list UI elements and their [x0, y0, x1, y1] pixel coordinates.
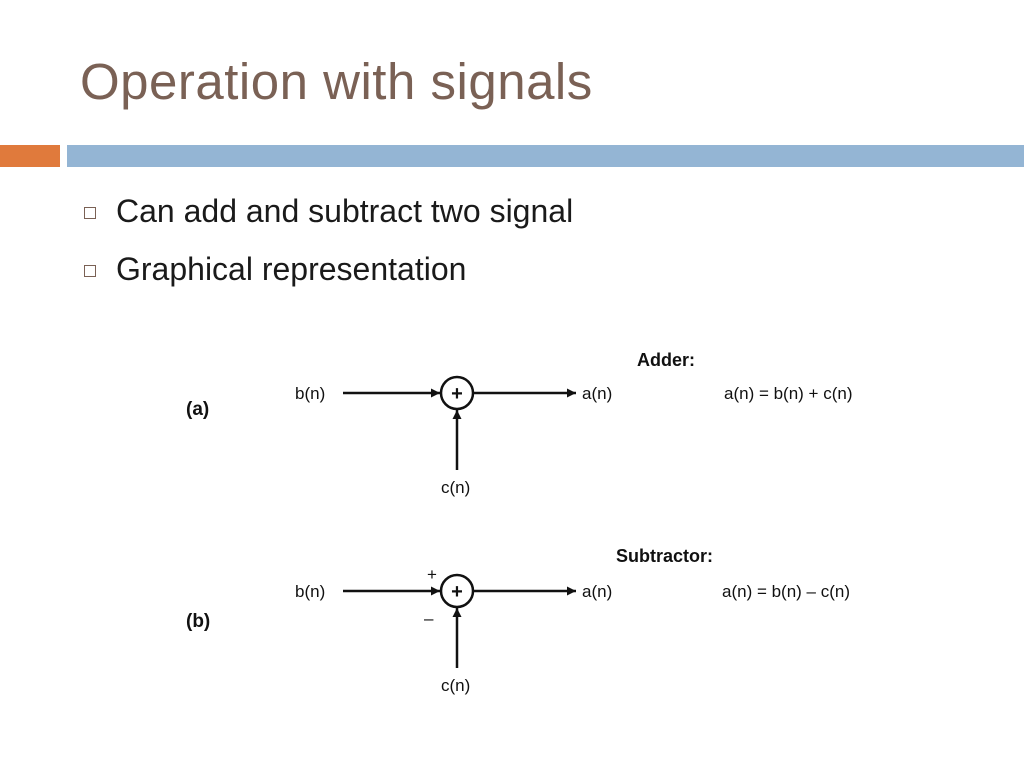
adder-equation: a(n) = b(n) + c(n) — [724, 384, 853, 403]
subtractor-input-c-label: c(n) — [441, 676, 470, 695]
square-bullet-icon — [84, 207, 96, 219]
subtractor-heading: Subtractor: — [616, 546, 713, 566]
subtractor-output-label: a(n) — [582, 582, 612, 601]
adder-heading: Adder: — [637, 350, 695, 370]
adder-part-label: (a) — [186, 399, 209, 420]
adder-plus-symbol: + — [451, 383, 463, 405]
bullet-text: Can add and subtract two signal — [116, 193, 574, 229]
subtractor-minus-sign: – — [424, 609, 434, 628]
subtractor-input-b-label: b(n) — [295, 582, 325, 601]
title-main-rule — [67, 145, 1024, 167]
subtractor-block: Subtractor: (b) b(n) + + – a(n) c(n) a(n… — [186, 546, 850, 695]
adder-block: Adder: (a) b(n) + a(n) c(n) a(n) = b(n) … — [186, 350, 853, 497]
slide-title: Operation with signals — [80, 53, 593, 110]
subtractor-plus-sign: + — [427, 565, 437, 584]
adder-input-c-label: c(n) — [441, 478, 470, 497]
bullet-text: Graphical representation — [116, 251, 467, 287]
adder-output-label: a(n) — [582, 384, 612, 403]
subtractor-equation: a(n) = b(n) – c(n) — [722, 582, 850, 601]
title-accent-rule — [0, 145, 60, 167]
subtractor-part-label: (b) — [186, 611, 210, 632]
adder-input-b-label: b(n) — [295, 384, 325, 403]
square-bullet-icon — [84, 265, 96, 277]
subtractor-plus-symbol: + — [451, 581, 463, 603]
